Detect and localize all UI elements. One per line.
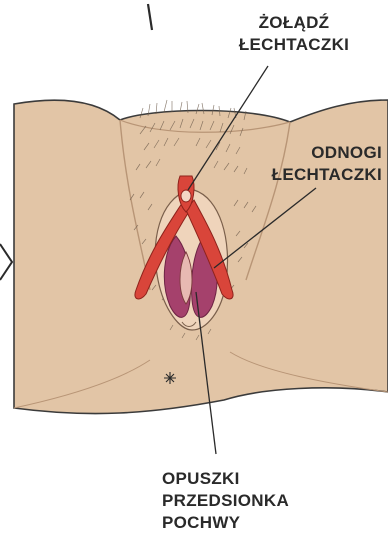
label-crura-line-1: ODNOGI <box>272 142 382 164</box>
label-glans-line-1: ŻOŁĄDŹ <box>224 12 364 34</box>
label-bulbs-line-2: PRZEDSIONKA <box>162 490 289 512</box>
stray-mark-top <box>148 4 152 30</box>
label-vestibular-bulbs: OPUSZKI PRZEDSIONKA POCHWY <box>162 468 289 534</box>
label-clitoral-crura: ODNOGI ŁECHTACZKI <box>272 142 382 186</box>
label-glans-line-2: ŁECHTACZKI <box>224 34 364 56</box>
label-crura-line-2: ŁECHTACZKI <box>272 164 382 186</box>
stray-mark-left <box>0 244 12 280</box>
label-clitoral-glans: ŻOŁĄDŹ ŁECHTACZKI <box>224 12 364 56</box>
label-bulbs-line-3: POCHWY <box>162 512 289 534</box>
label-bulbs-line-1: OPUSZKI <box>162 468 289 490</box>
clitoral-glans <box>181 190 191 202</box>
